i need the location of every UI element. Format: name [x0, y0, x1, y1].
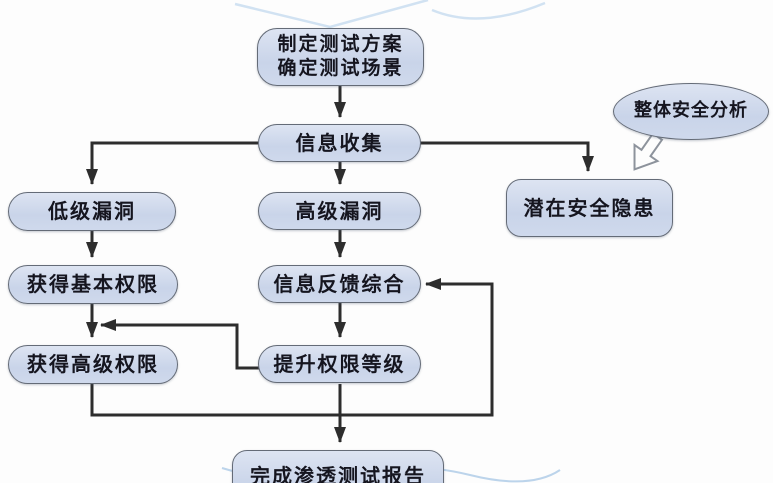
watermark-curve-top-left [234, 0, 429, 29]
node-potential-hazard: 潜在安全隐患 [506, 179, 673, 237]
node-info-collect-label: 信息收集 [295, 130, 384, 155]
node-plan-line1: 制定测试方案 [277, 33, 404, 56]
block-arrow-analysis-to-hazard-icon [633, 132, 664, 171]
node-report: 完成渗透测试报告 [232, 450, 444, 483]
node-potential-hazard-label: 潜在安全隐患 [523, 195, 656, 220]
node-high-vuln: 高级漏洞 [258, 192, 421, 230]
node-adv-priv-label: 获得高级权限 [27, 352, 159, 376]
arrow-info-collect-to-low-vuln [86, 141, 258, 185]
node-plan-line2: 确定测试场景 [277, 57, 404, 79]
node-elevate-label: 提升权限等级 [273, 351, 406, 376]
arrow-elevate-to-adv-priv-loop [100, 319, 260, 370]
node-plan: 制定测试方案 确定测试场景 [257, 28, 424, 86]
node-overall-analysis-label: 整体安全分析 [634, 100, 748, 122]
arrow-adv-priv-to-feedback-loop [90, 278, 494, 417]
node-feedback-label: 信息反馈综合 [273, 271, 406, 296]
node-basic-priv-label: 获得基本权限 [27, 272, 159, 296]
arrow-info-collect-to-potential-hazard [420, 141, 594, 172]
node-basic-priv: 获得基本权限 [8, 265, 178, 304]
node-report-label: 完成渗透测试报告 [250, 464, 426, 483]
node-low-vuln: 低级漏洞 [8, 192, 176, 231]
node-overall-analysis: 整体安全分析 [613, 83, 769, 140]
node-low-vuln-label: 低级漏洞 [48, 199, 136, 223]
node-high-vuln-label: 高级漏洞 [295, 198, 384, 223]
node-feedback: 信息反馈综合 [258, 265, 421, 303]
node-info-collect: 信息收集 [258, 124, 421, 162]
node-adv-priv: 获得高级权限 [8, 345, 178, 384]
watermark-curve-top-right [431, 1, 546, 20]
node-elevate: 提升权限等级 [258, 345, 421, 383]
